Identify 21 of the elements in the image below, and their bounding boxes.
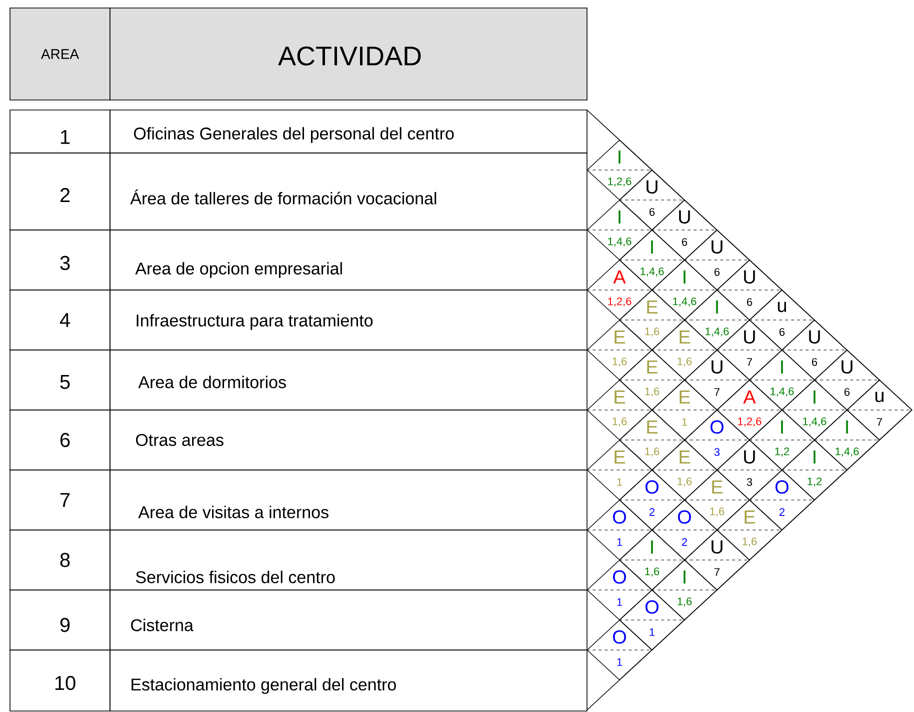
table-cell: 7 <box>10 470 110 530</box>
table-cell: Otras areas <box>110 410 588 470</box>
table-cell: Area de dormitorios <box>110 350 588 410</box>
table-cell: Oficinas Generales del personal del centro <box>110 110 588 154</box>
table-cell: 10 <box>10 650 110 712</box>
table-cell: 1 <box>10 110 110 154</box>
table-cell: 9 <box>10 590 110 650</box>
table-cell: Cisterna <box>110 590 588 650</box>
table-cell: 6 <box>10 410 110 470</box>
table-cell: Area de opcion empresarial <box>110 230 588 290</box>
table-cell: Servicios fisicos del centro <box>110 530 588 590</box>
table-cell: Estacionamiento general del centro <box>110 650 588 712</box>
table-cell: Área de talleres de formación vocacional <box>110 152 588 230</box>
table-cell: 3 <box>10 230 110 290</box>
table-cell: Area de visitas a internos <box>110 470 588 530</box>
table-cell: 2 <box>10 152 110 230</box>
table-cell: 4 <box>10 290 110 350</box>
table-cell: 8 <box>10 530 110 590</box>
header-cell: AREA <box>10 8 110 100</box>
table-cell: Infraestructura para tratamiento <box>110 290 588 350</box>
table-cell: 5 <box>10 350 110 410</box>
